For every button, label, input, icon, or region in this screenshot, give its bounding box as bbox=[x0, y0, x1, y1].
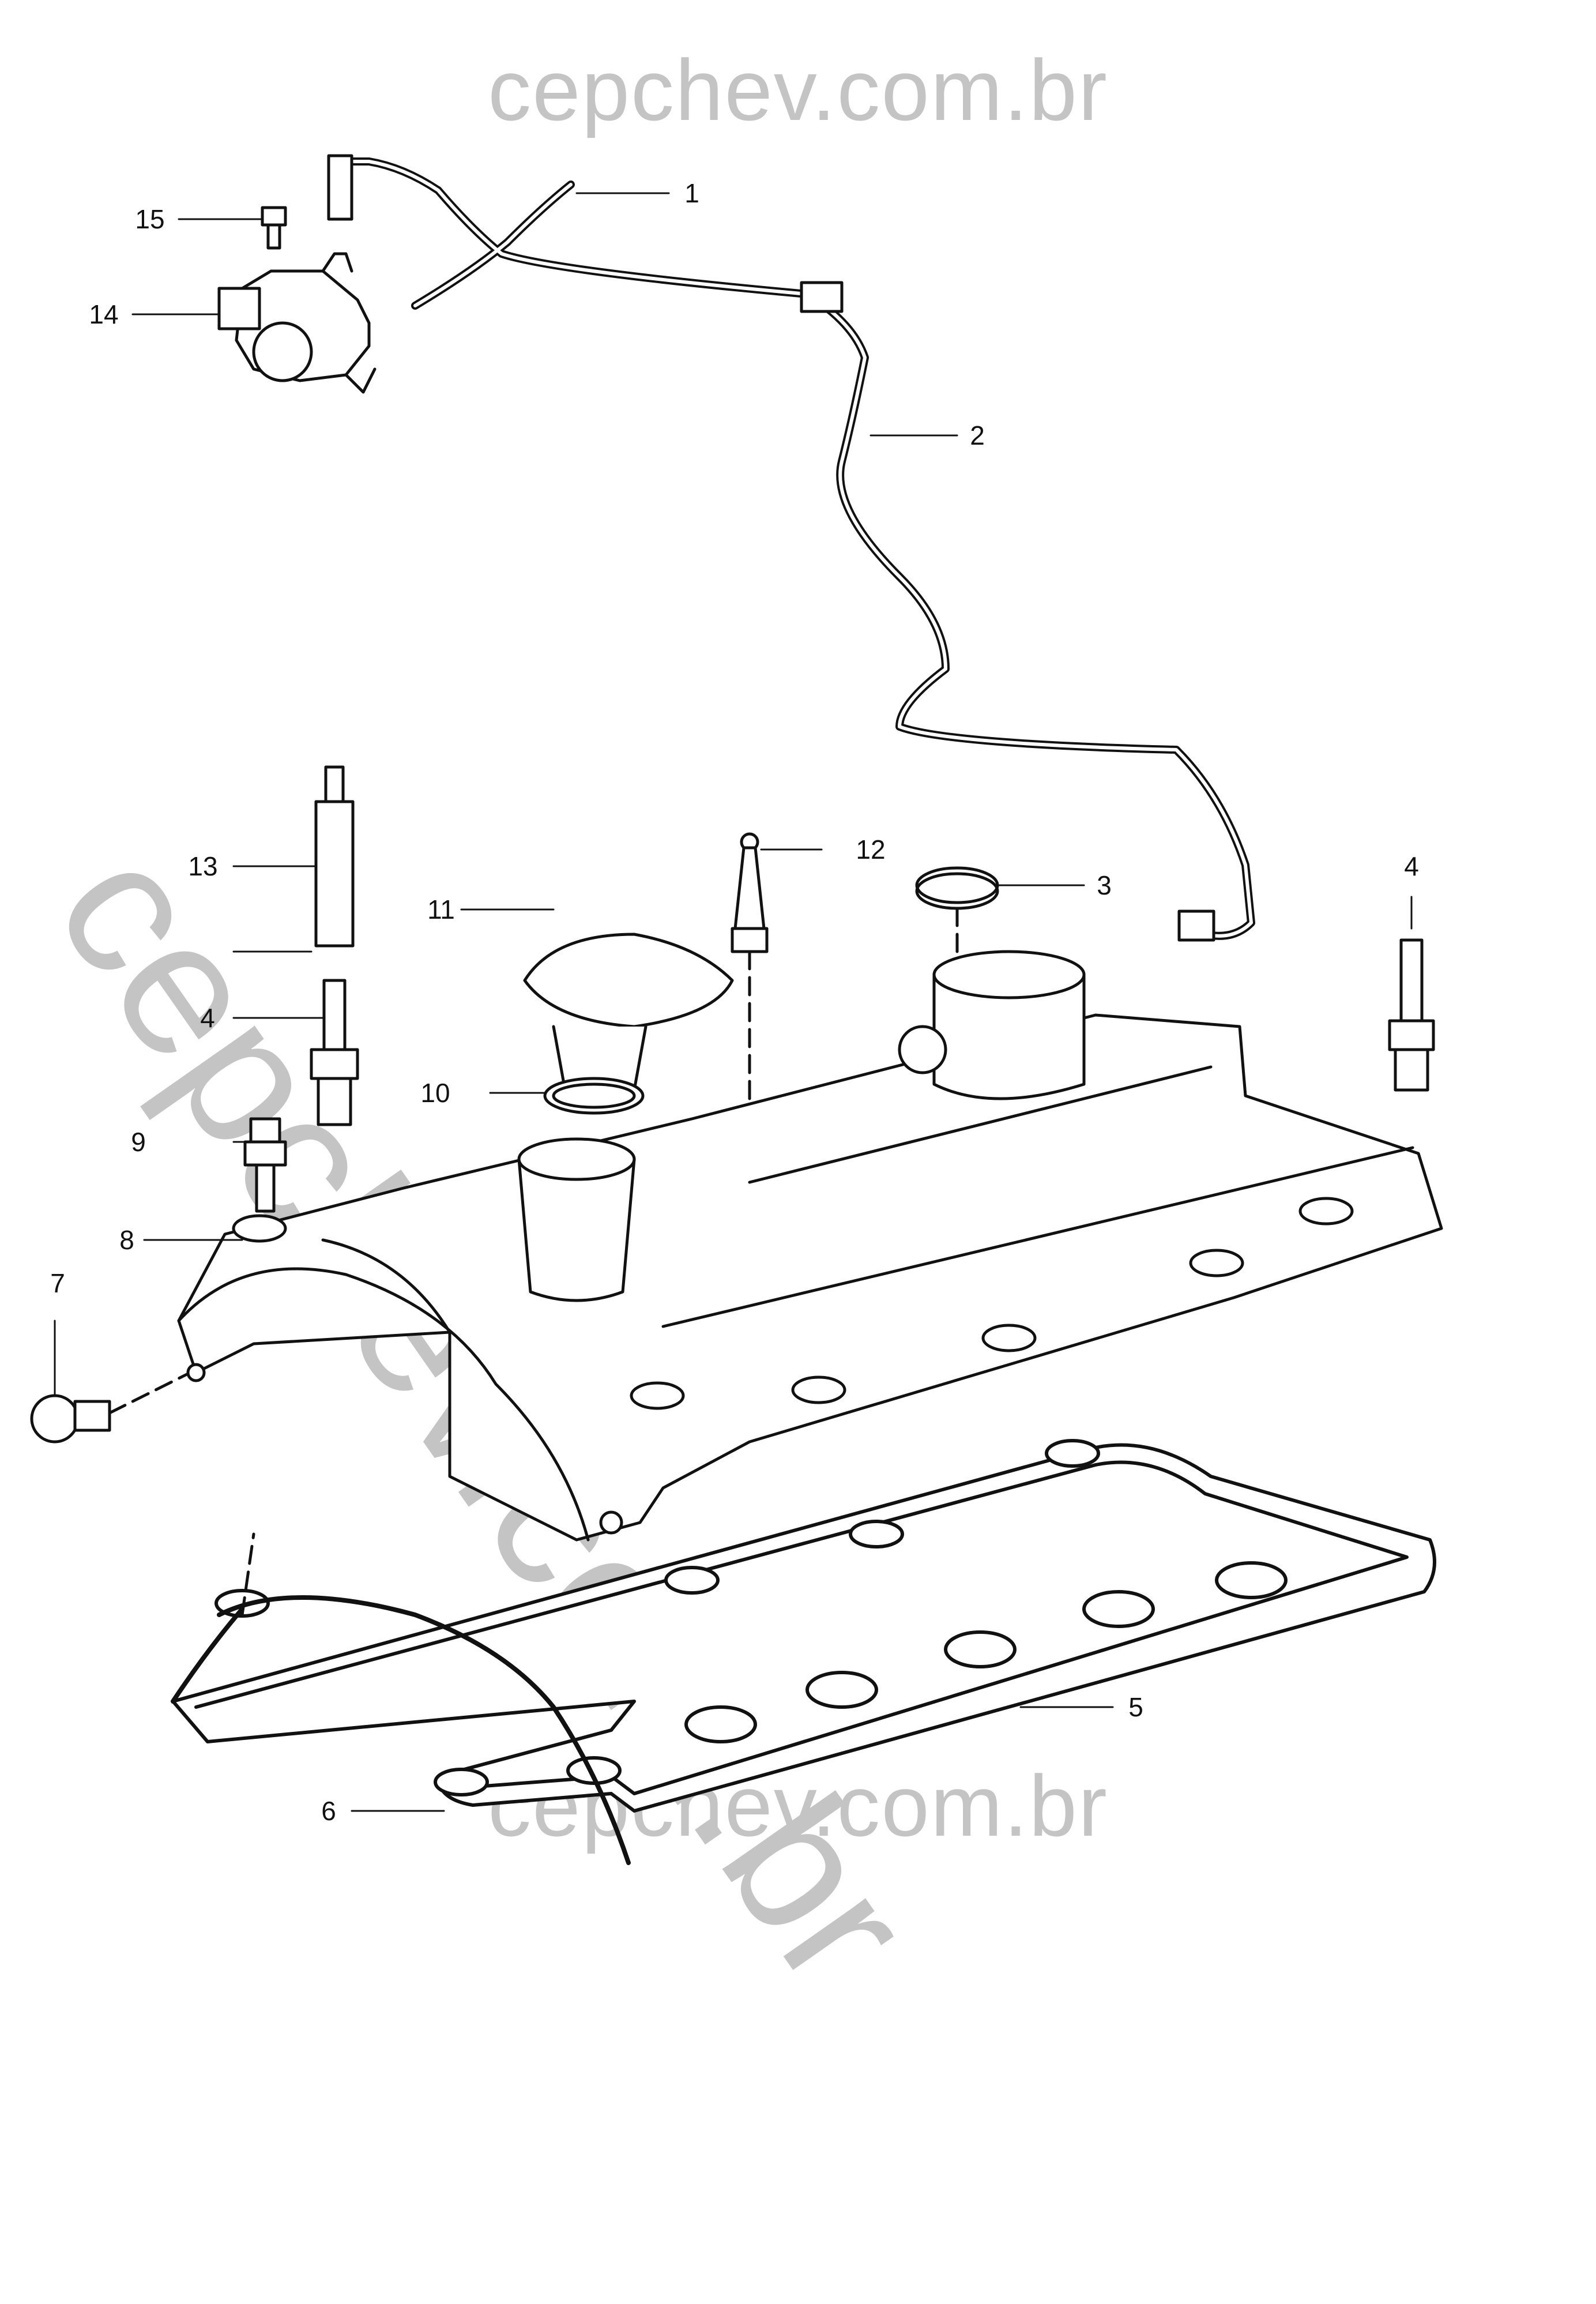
callout-6: 6 bbox=[321, 1796, 336, 1826]
gasket-outer bbox=[171, 1439, 1436, 1813]
vacuum-hose bbox=[336, 157, 1255, 940]
sensor-pin bbox=[731, 832, 769, 1132]
small-bolt bbox=[261, 206, 287, 250]
watermark-top: cepchev.com.br bbox=[488, 42, 1108, 138]
callout-13: 13 bbox=[188, 851, 218, 881]
callout-12: 12 bbox=[856, 835, 886, 865]
parts-drawing bbox=[30, 154, 1443, 1865]
callout-7: 7 bbox=[50, 1268, 65, 1298]
oil-filler-cap bbox=[523, 933, 734, 1100]
cover-bolt bbox=[243, 1117, 287, 1213]
gasket-half-moon bbox=[171, 1532, 631, 1865]
solenoid-valve bbox=[217, 252, 377, 394]
callout-14: 14 bbox=[89, 299, 119, 329]
stud-right bbox=[1388, 938, 1435, 1092]
callout-4-left: 4 bbox=[200, 1003, 215, 1033]
side-bolt bbox=[30, 1371, 192, 1444]
callout-11: 11 bbox=[427, 894, 455, 924]
callout-5: 5 bbox=[1128, 1692, 1143, 1722]
long-stud bbox=[314, 765, 355, 948]
callout-10: 10 bbox=[420, 1078, 450, 1108]
callout-3: 3 bbox=[1097, 870, 1112, 900]
callout-9: 9 bbox=[131, 1127, 146, 1157]
callout-8: 8 bbox=[119, 1225, 134, 1255]
callout-4-right: 4 bbox=[1404, 851, 1419, 881]
callout-2: 2 bbox=[970, 420, 985, 450]
callout-1: 1 bbox=[684, 178, 699, 208]
stud-left bbox=[310, 979, 359, 1126]
leader-lines bbox=[54, 192, 1413, 1812]
valve-cover bbox=[177, 950, 1443, 1542]
callout-15: 15 bbox=[135, 204, 165, 234]
exploded-parts-diagram: cepchev.com.br cepchev.com.br cepchev.co… bbox=[17, 42, 1443, 2021]
